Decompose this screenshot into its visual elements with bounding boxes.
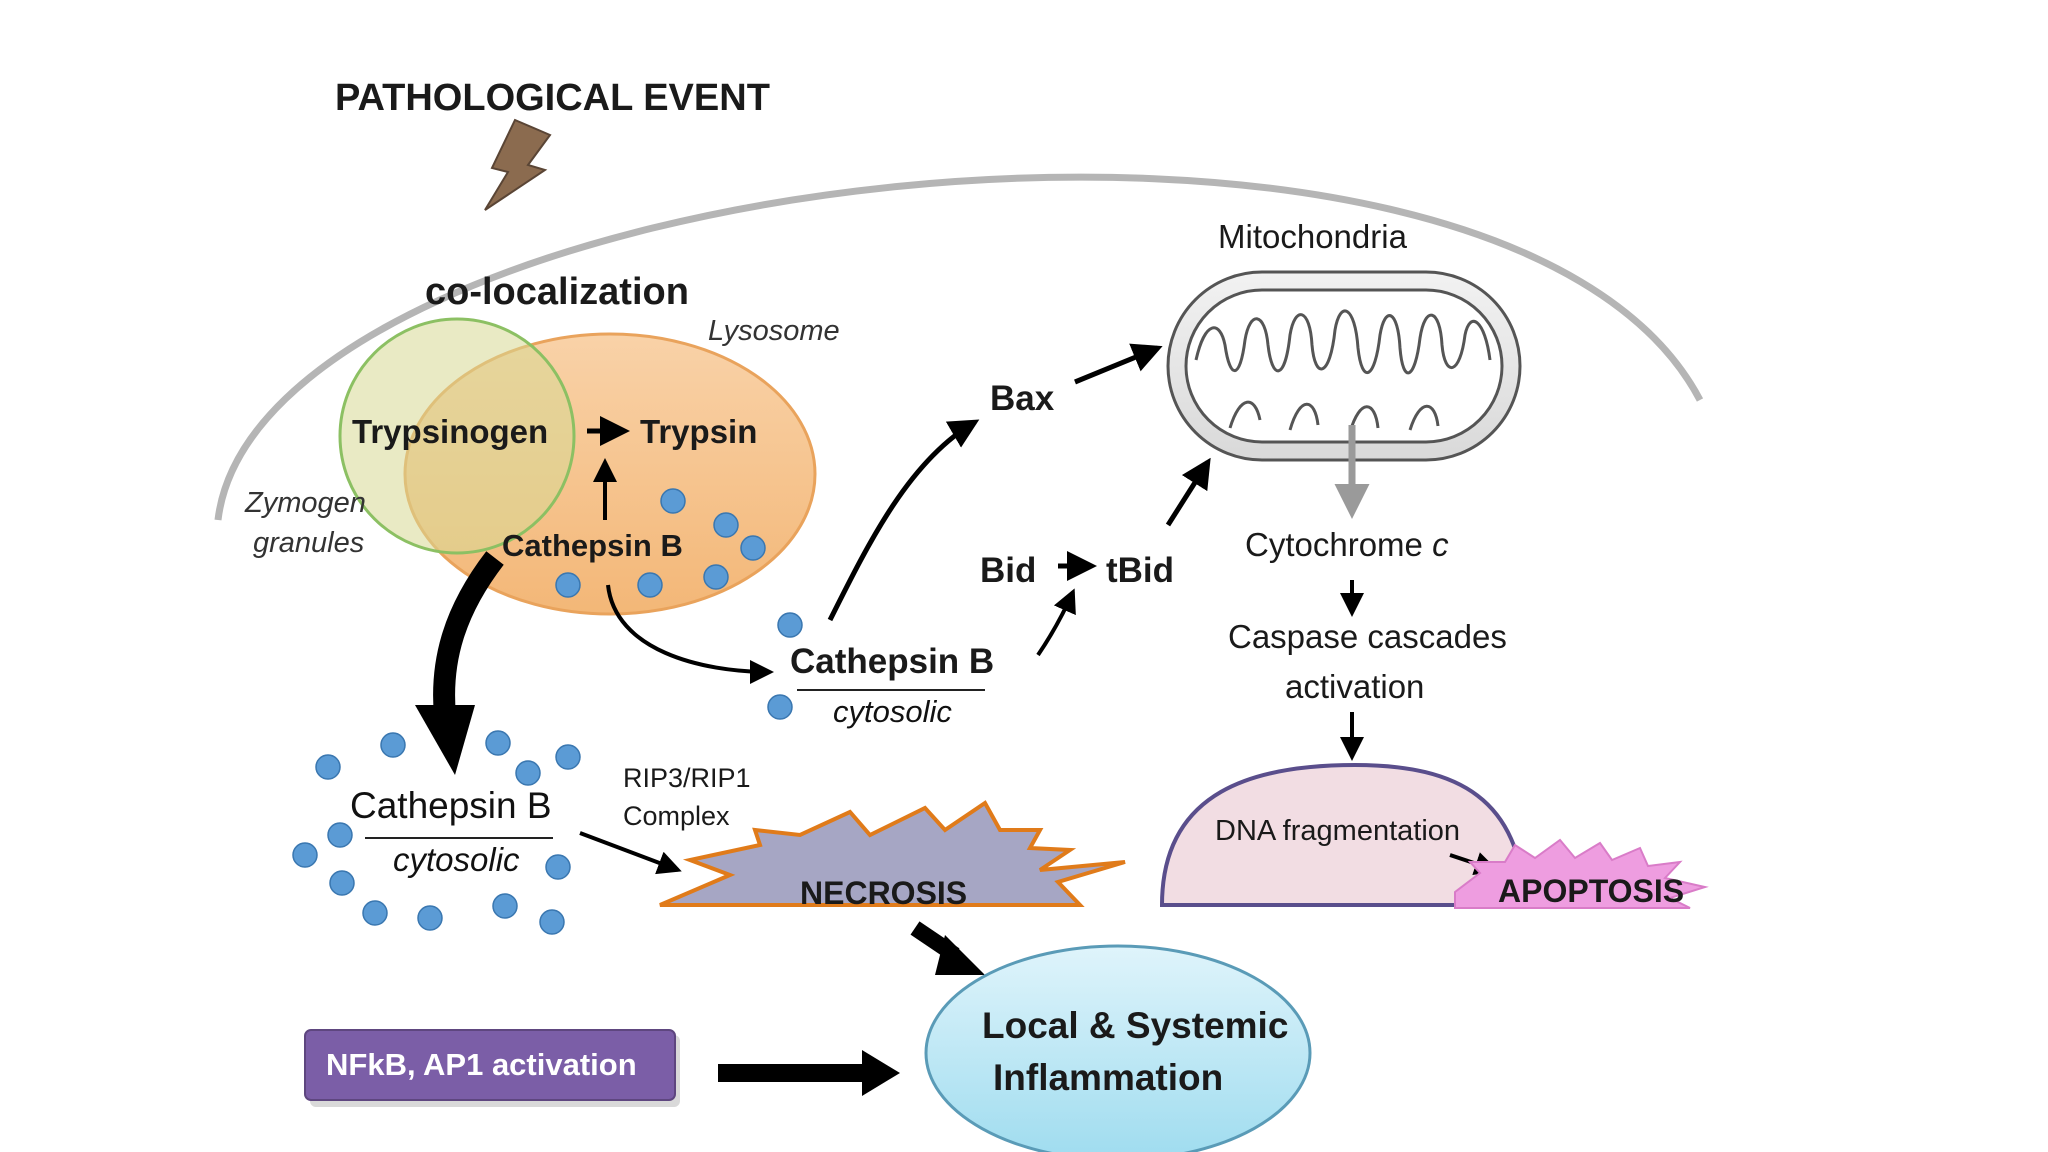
trypsin-label: Trypsin <box>640 413 757 450</box>
cathepsin-dot <box>417 905 443 931</box>
cathepsin-to-bax-arrow <box>827 419 980 622</box>
apoptosis-burst <box>1454 838 1709 909</box>
zymogen-granule <box>338 317 576 555</box>
lysosome-to-cytosolic-arrow <box>606 584 774 684</box>
cytosolic-left-label: cytosolic <box>393 841 520 878</box>
cathepsin-to-necrosis-arrow <box>579 831 682 875</box>
cathepsin-dot <box>327 822 353 848</box>
tbid-to-mitochondria-arrow <box>1165 457 1211 527</box>
cathepsin-dot <box>380 732 406 758</box>
inflammation-label-line2: Inflammation <box>993 1057 1223 1098</box>
bax-to-mitochondria-arrow <box>1074 343 1163 385</box>
cathepsin-dot <box>485 730 511 756</box>
cathepsin-dot <box>637 572 663 598</box>
trypsinogen-label: Trypsinogen <box>352 413 548 450</box>
bax-label: Bax <box>990 379 1055 418</box>
inflammation-label-line1: Local & Systemic <box>982 1005 1288 1046</box>
nfkb-to-inflammation-arrowhead <box>862 1050 900 1096</box>
cathepsin-dot <box>545 854 571 880</box>
cathepsin-b-lysosomal-label: Cathepsin B <box>502 528 683 563</box>
zymogen-label-line1: Zymogen <box>244 487 366 519</box>
cathepsin-dot <box>740 535 766 561</box>
cytosolic-mid-label: cytosolic <box>833 694 952 729</box>
colocalization-label: co-localization <box>425 271 689 313</box>
cathepsin-dot <box>315 754 341 780</box>
cathepsin-to-bid-arrow <box>1036 588 1076 657</box>
nfkb-box <box>304 1029 676 1101</box>
cathepsin-dot <box>329 870 355 896</box>
lysosome-label: Lysosome <box>708 315 840 347</box>
cathepsin-b-cytosolic-mid-label: Cathepsin B <box>790 642 994 681</box>
inflammation-ellipse <box>924 944 1312 1152</box>
rip-complex-label-line2: Complex <box>623 801 730 831</box>
mitochondria-label: Mitochondria <box>1218 218 1408 255</box>
cell-membrane <box>214 173 1704 521</box>
cathepsin-dot <box>555 572 581 598</box>
caspase-label-line2: activation <box>1285 668 1424 705</box>
lysosome-release-big-arrow <box>433 551 504 716</box>
nucleus-dna-fragmentation <box>1159 762 1528 907</box>
lysosome-release-big-arrowhead <box>415 705 475 775</box>
zymogen-label-line2: granules <box>253 527 364 559</box>
apoptosis-label: APOPTOSIS <box>1498 873 1684 909</box>
cytochrome-c-label: Cytochrome c <box>1245 526 1449 563</box>
dna-fragmentation-label: DNA fragmentation <box>1215 815 1460 847</box>
mitochondrial-cristae <box>1194 309 1492 375</box>
necrosis-burst <box>659 800 1126 907</box>
cathepsin-dot <box>713 512 739 538</box>
cathepsin-dot <box>555 744 581 770</box>
nfkb-label: NFkB, AP1 activation <box>326 1047 637 1082</box>
necrosis-to-inflammation-arrowhead <box>935 935 985 975</box>
cathepsin-dot <box>492 893 518 919</box>
cathepsin-dot <box>362 900 388 926</box>
cathepsin-dot <box>292 842 318 868</box>
cathepsin-dot <box>660 488 686 514</box>
mitochondrial-cristae-lower <box>1228 400 1440 433</box>
tbid-label: tBid <box>1106 551 1174 590</box>
cathepsin-dot <box>767 694 793 720</box>
lightning-bolt-icon <box>484 118 552 211</box>
cathepsin-dot <box>703 564 729 590</box>
rip-complex-label-line1: RIP3/RIP1 <box>623 763 751 793</box>
bid-label: Bid <box>980 551 1036 590</box>
cathepsin-dot <box>515 760 541 786</box>
cathepsin-b-cytosolic-left-label: Cathepsin B <box>350 785 552 826</box>
caspase-label-line1: Caspase cascades <box>1228 618 1507 655</box>
cathepsin-dot <box>539 909 565 935</box>
necrosis-label: NECROSIS <box>800 875 967 911</box>
title-pathological-event: PATHOLOGICAL EVENT <box>335 77 770 119</box>
cathepsin-dot <box>777 612 803 638</box>
